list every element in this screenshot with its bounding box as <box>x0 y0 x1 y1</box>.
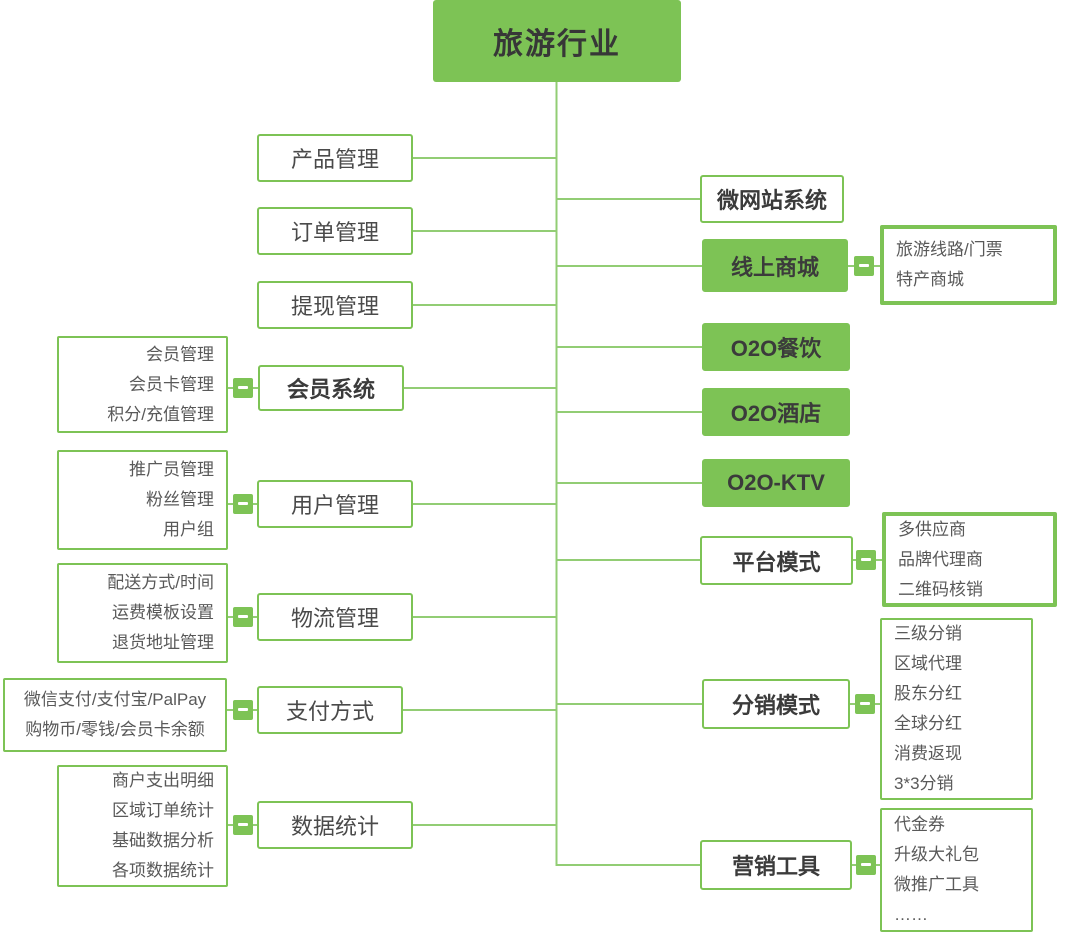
node-payment-method[interactable]: 支付方式 <box>257 680 409 740</box>
list-item: 代金券 <box>894 815 945 834</box>
node-logistics-mgmt[interactable]: 物流管理 <box>257 587 419 647</box>
list-item: 旅游线路/门票 <box>896 240 1003 259</box>
list-item: 运费模板设置 <box>112 603 214 622</box>
collapse-toggle-online-mall[interactable] <box>854 256 874 276</box>
list-item: 区域代理 <box>894 654 962 673</box>
list-item: 微推广工具 <box>894 875 979 894</box>
list-item: 三级分销 <box>894 624 962 643</box>
list-item: 二维码核销 <box>898 579 983 599</box>
node-user-mgmt[interactable]: 用户管理 <box>257 474 419 534</box>
node-product-mgmt[interactable]: 产品管理 <box>250 128 413 188</box>
subbox-online-mall[interactable]: 旅游线路/门票 特产商城 <box>880 221 1061 309</box>
subbox-data-statistics[interactable]: 商户支出明细 区域订单统计 基础数据分析 各项数据统计 <box>57 759 234 893</box>
collapse-toggle-platform-mode[interactable] <box>856 550 876 570</box>
node-o2o-hotel[interactable]: O2O酒店 <box>702 382 856 442</box>
list-item: 特产商城 <box>896 270 964 289</box>
list-item: 品牌代理商 <box>898 549 983 569</box>
node-distribution-mode[interactable]: 分销模式 <box>695 673 850 735</box>
subbox-payment-method[interactable]: 微信支付/支付宝/PalPay 购物币/零钱/会员卡余额 <box>3 672 233 758</box>
list-item: 全球分红 <box>894 714 962 733</box>
root-node-tourism-industry[interactable]: 旅游行业 <box>433 0 681 82</box>
list-item: 推广员管理 <box>129 460 214 479</box>
collapse-toggle-marketing-tools[interactable] <box>856 855 876 875</box>
subbox-platform-mode[interactable]: 多供应商 品牌代理商 二维码核销 <box>882 508 1061 611</box>
node-data-statistics[interactable]: 数据统计 <box>257 795 419 855</box>
collapse-toggle-distribution-mode[interactable] <box>855 694 875 714</box>
node-withdraw-mgmt[interactable]: 提现管理 <box>250 275 413 335</box>
node-online-mall[interactable]: 线上商城 <box>702 233 854 298</box>
list-item: …… <box>894 905 928 924</box>
list-item: 会员管理 <box>146 344 214 364</box>
node-o2o-catering[interactable]: O2O餐饮 <box>702 317 856 377</box>
collapse-toggle-data-statistics[interactable] <box>233 815 253 835</box>
node-member-system[interactable]: 会员系统 <box>258 359 410 417</box>
node-marketing-tools[interactable]: 营销工具 <box>693 834 852 896</box>
list-item: 会员卡管理 <box>129 374 214 394</box>
collapse-toggle-logistics-mgmt[interactable] <box>233 607 253 627</box>
list-item: 退货地址管理 <box>112 633 214 652</box>
list-item: 3*3分销 <box>894 774 954 793</box>
subbox-user-mgmt[interactable]: 推广员管理 粉丝管理 用户组 <box>57 444 234 556</box>
subbox-marketing-tools[interactable]: 代金券 升级大礼包 微推广工具 …… <box>880 802 1039 938</box>
node-platform-mode[interactable]: 平台模式 <box>693 530 853 591</box>
collapse-toggle-member-system[interactable] <box>233 378 253 398</box>
node-micro-website[interactable]: 微网站系统 <box>700 169 850 229</box>
node-order-mgmt[interactable]: 订单管理 <box>250 201 413 261</box>
list-item: 商户支出明细 <box>112 771 214 790</box>
subbox-distribution-mode[interactable]: 三级分销 区域代理 股东分红 全球分红 消费返现 3*3分销 <box>880 612 1039 806</box>
list-item: 购物币/零钱/会员卡余额 <box>25 720 205 739</box>
list-item: 粉丝管理 <box>146 490 214 509</box>
collapse-toggle-payment-method[interactable] <box>233 700 253 720</box>
subbox-member-system[interactable]: 会员管理 会员卡管理 积分/充值管理 <box>57 330 234 439</box>
list-item: 微信支付/支付宝/PalPay <box>23 690 207 709</box>
list-item: 配送方式/时间 <box>107 573 214 592</box>
list-item: 股东分红 <box>894 684 962 703</box>
node-o2o-ktv[interactable]: O2O-KTV <box>702 453 856 513</box>
subbox-logistics-mgmt[interactable]: 配送方式/时间 运费模板设置 退货地址管理 <box>57 557 234 669</box>
list-item: 用户组 <box>163 520 214 539</box>
list-item: 区域订单统计 <box>112 801 214 820</box>
list-item: 升级大礼包 <box>894 845 979 864</box>
list-item: 积分/充值管理 <box>107 404 214 424</box>
list-item: 多供应商 <box>898 519 966 539</box>
list-item: 各项数据统计 <box>112 861 214 880</box>
list-item: 基础数据分析 <box>112 831 214 850</box>
collapse-toggle-user-mgmt[interactable] <box>233 494 253 514</box>
list-item: 消费返现 <box>894 744 962 763</box>
